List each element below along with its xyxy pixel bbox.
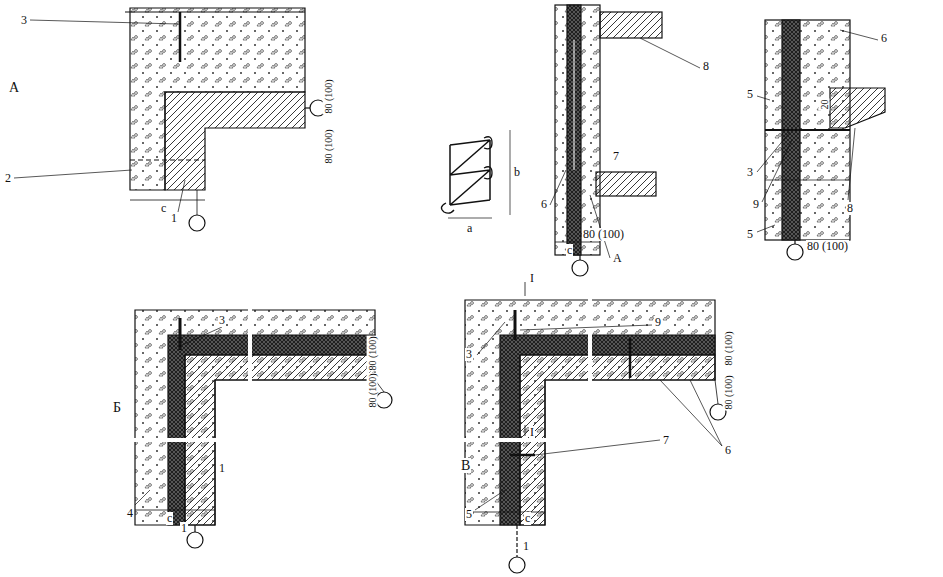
callout-number: c (524, 512, 531, 525)
callout-number: c (566, 244, 573, 257)
callout-number: 5 (746, 228, 754, 241)
callout-number: 5 (746, 88, 754, 101)
callout-number: 2 (4, 172, 12, 185)
callout-number: 1 (522, 540, 530, 553)
callout-number: А (612, 252, 623, 265)
callout-number: 6 (540, 198, 548, 211)
callout-number: 3 (746, 166, 754, 179)
callout-number: 3 (465, 348, 473, 361)
dimension-label: 80 (100) (722, 330, 733, 366)
callout-number: I (529, 272, 535, 285)
dimension-label: 80 (100) (366, 335, 377, 371)
dimension-label: 20 (818, 98, 829, 110)
callout-number: 9 (752, 198, 760, 211)
dimension-label: 80 (100) (322, 128, 333, 164)
callout-number: 9 (654, 316, 662, 329)
callout-number: c (166, 512, 173, 525)
callout-number: 1 (180, 522, 188, 535)
dimension-label: 80 (100) (322, 78, 333, 114)
callout-number: 6 (880, 32, 888, 45)
callout-number: 6 (724, 444, 732, 457)
callout-number: 80 (100) (806, 240, 849, 253)
callout-number: 1 (170, 212, 178, 225)
callout-number: 80 (100) (582, 228, 625, 241)
callout-number: b (513, 166, 521, 179)
callout-number: Б (112, 400, 122, 415)
callout-number: 4 (126, 507, 134, 520)
callout-number: 1 (218, 462, 226, 475)
dimension-label: 80 (100) (366, 372, 377, 408)
callout-number: 8 (846, 202, 854, 215)
callout-number: 8 (702, 60, 710, 73)
dimension-label: 80 (100) (722, 374, 733, 410)
callout-number: I (529, 426, 535, 439)
callout-number: 5 (465, 508, 473, 521)
callout-number: a (466, 222, 473, 235)
callout-number: В (460, 458, 471, 473)
callout-number: 7 (612, 150, 620, 163)
callout-number: c (160, 202, 167, 215)
callout-number: 7 (662, 434, 670, 447)
callout-number: А (8, 80, 20, 95)
callout-number: 3 (218, 314, 226, 327)
callout-number: 3 (20, 14, 28, 27)
